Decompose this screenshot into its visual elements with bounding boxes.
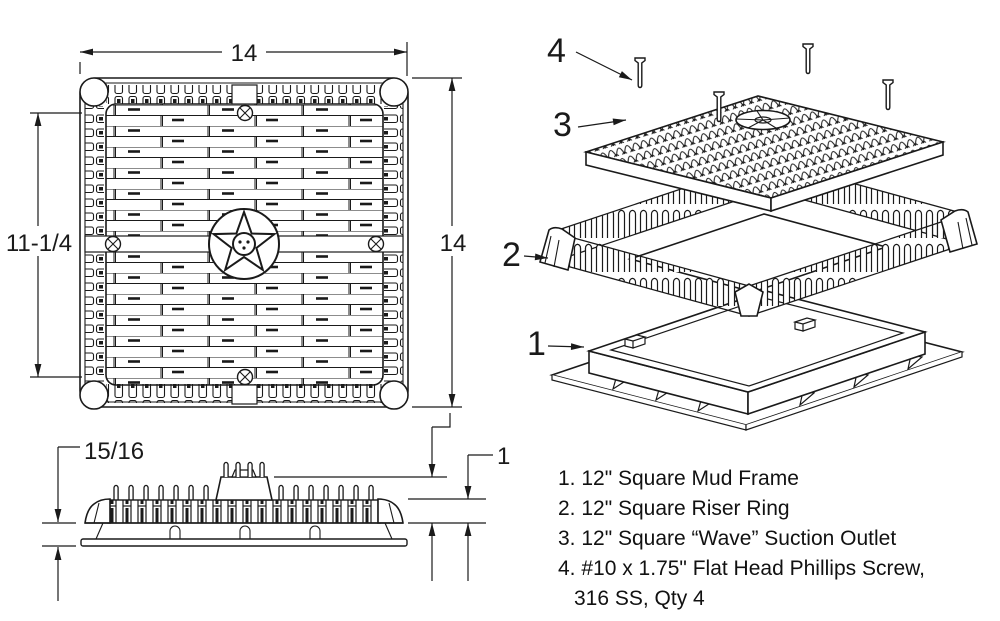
dimension-top-width: 14 <box>79 38 408 76</box>
corner-bumper <box>79 380 109 410</box>
dim-label-inner: 11-1/4 <box>6 230 72 257</box>
dim-label-frame-height: 15/16 <box>84 438 144 465</box>
cover-screw-icon <box>236 104 254 122</box>
parts-list-item-text: 2. 12" Square Riser Ring <box>558 497 790 520</box>
callout-riser-ring: 2 <box>502 236 549 274</box>
part-label-4: 4 <box>547 32 566 70</box>
corner-bumper <box>379 380 409 410</box>
part-label-3: 3 <box>553 106 572 144</box>
parts-list-item-text: 4. #10 x 1.75" Flat Head Phillips Screw, <box>558 557 925 580</box>
corner-bumper <box>379 77 409 107</box>
dimension-right-height: 14 <box>412 77 474 408</box>
parts-list: 1. 12" Square Mud Frame 2. 12" Square Ri… <box>558 464 996 614</box>
parts-list-item-1: 1. 12" Square Mud Frame <box>558 464 996 494</box>
cover-screw-icon <box>367 235 385 253</box>
part-label-1: 1 <box>527 325 546 363</box>
cover-screw-icon <box>236 368 254 386</box>
dimension-overall-height <box>428 413 451 581</box>
dimension-frame-height: 15/16 <box>42 438 144 601</box>
parts-list-item-text: 3. 12" Square “Wave” Suction Outlet <box>558 527 897 550</box>
parts-list-item-4-continued: 316 SS, Qty 4 <box>574 584 996 614</box>
exploded-view-drawing: 4 3 2 1 <box>502 32 978 431</box>
dim-label-width: 14 <box>231 40 258 67</box>
top-view-drawing: 14 14 11-1/4 <box>4 38 474 410</box>
callout-screw: 4 <box>547 32 633 81</box>
parts-list-item-3: 3. 12" Square “Wave” Suction Outlet <box>558 524 996 554</box>
cover-screw-icon <box>104 235 122 253</box>
parts-list-item-2: 2. 12" Square Riser Ring <box>558 494 996 524</box>
wave-outlet-part <box>583 95 946 213</box>
parts-list-item-text: 1. 12" Square Mud Frame <box>558 467 799 490</box>
parts-list-item-4: 4. #10 x 1.75" Flat Head Phillips Screw, <box>558 554 996 584</box>
dimension-left-inner: 11-1/4 <box>4 112 82 378</box>
callout-suction-outlet: 3 <box>553 106 627 144</box>
brand-star-logo <box>208 208 280 280</box>
callout-mud-frame: 1 <box>527 325 585 363</box>
riser-ring-part <box>539 159 978 317</box>
dimension-ring-height: 1 <box>464 443 510 581</box>
part-label-2: 2 <box>502 236 521 274</box>
side-view-drawing: 15/16 1 <box>42 413 510 601</box>
dim-label-height: 14 <box>440 230 467 257</box>
parts-list-item-text: 316 SS, Qty 4 <box>574 587 705 610</box>
mud-frame-part <box>549 290 965 431</box>
dim-label-ring-height: 1 <box>497 443 510 470</box>
brand-logo-top <box>735 109 791 131</box>
corner-bumper <box>79 77 109 107</box>
